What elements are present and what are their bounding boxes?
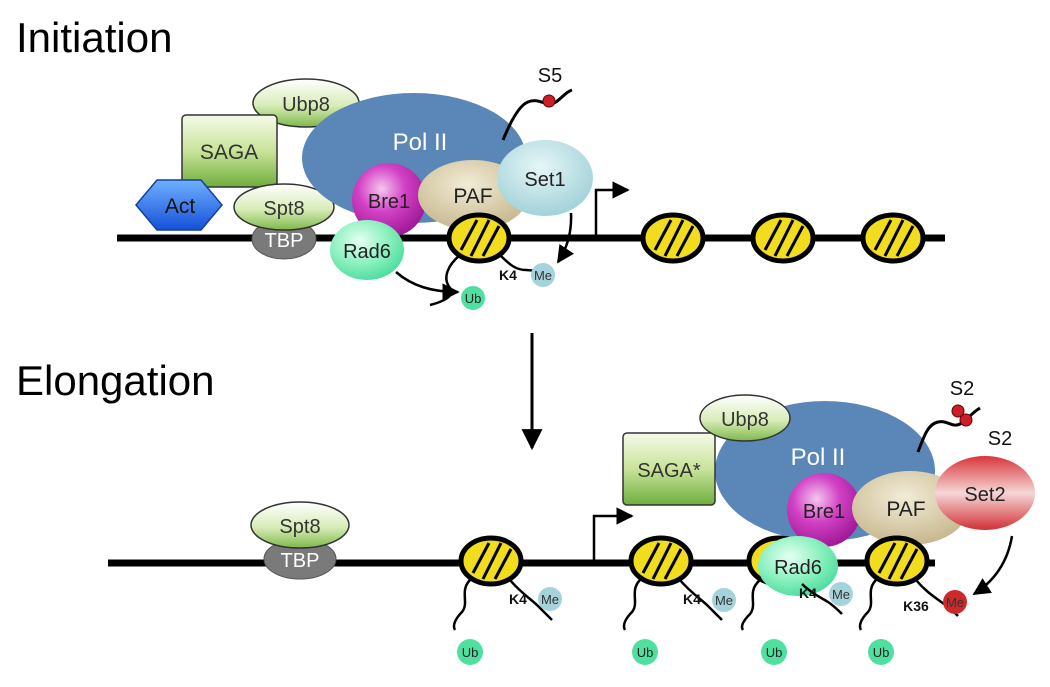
k4-label-elongation-3: K4 — [799, 585, 817, 601]
histone-tail-1a — [452, 577, 473, 631]
bre1-protein-initiation — [352, 163, 426, 237]
tss-arrow-elongation — [592, 507, 634, 560]
ub-label-elongation-1: Ub — [462, 645, 479, 660]
act-label: Act — [165, 195, 196, 218]
ub-label-initiation: Ub — [465, 291, 482, 306]
s2-label-2: S2 — [988, 428, 1012, 450]
bre1-label-initiation: Bre1 — [368, 191, 410, 213]
s2-phosphate-1 — [951, 404, 965, 418]
ub-mark-elongation-3 — [761, 639, 787, 665]
pol-ii-label-elongation: Pol II — [791, 444, 846, 471]
bre1-label-elongation: Bre1 — [803, 501, 845, 523]
activator-protein — [135, 179, 223, 231]
histone-tail-4a — [858, 577, 879, 631]
spt8-protein-initiation — [233, 183, 335, 231]
set1-protein — [497, 140, 593, 216]
ub-label-elongation-3: Ub — [766, 645, 783, 660]
nucleosome-initiation-2 — [643, 215, 703, 261]
me-mark-elongation-1 — [538, 587, 562, 611]
spt8-protein-elongation — [250, 501, 350, 549]
nucleosome-elongation-1 — [461, 538, 521, 584]
title-initiation: Initiation — [16, 14, 172, 61]
k4-label-initiation: K4 — [499, 267, 517, 283]
ubp8-label-initiation: Ubp8 — [282, 94, 330, 116]
histone-tail-2b — [679, 579, 723, 621]
methylation-arrow-k4 — [556, 212, 575, 264]
set2-protein — [935, 456, 1035, 530]
histone-tail-2a — [622, 577, 643, 631]
nucleosome-initiation-3 — [753, 215, 813, 261]
me-label-k36: Me — [946, 595, 964, 610]
saga-star-complex — [622, 432, 716, 506]
ub-mark-elongation-1 — [457, 639, 483, 665]
ub-mark-initiation — [461, 286, 485, 310]
k4-label-elongation-1: K4 — [509, 591, 527, 607]
saga-complex-initiation — [181, 114, 278, 188]
ubp8-protein-elongation — [699, 394, 791, 442]
spt8-label-initiation: Spt8 — [263, 198, 304, 220]
set1-label: Set1 — [524, 169, 565, 191]
me-mark-k36 — [943, 590, 967, 614]
me-mark-elongation-2 — [712, 588, 736, 612]
k36-label: K36 — [903, 598, 929, 614]
methylation-arrow-k36 — [972, 535, 1014, 596]
s2-label-1: S2 — [950, 378, 974, 400]
s5-phosphate — [542, 94, 556, 108]
saga-label-initiation: SAGA — [200, 141, 258, 164]
paf-label-initiation: PAF — [453, 185, 492, 208]
histone-tail-3b — [801, 583, 843, 615]
rad6-protein-initiation — [330, 220, 404, 280]
rad6-label-elongation: Rad6 — [774, 557, 822, 579]
histone-tail-ub-initiation — [429, 254, 461, 307]
ubp8-label-elongation: Ubp8 — [721, 409, 769, 431]
set2-label: Set2 — [964, 484, 1005, 506]
tbp-label-elongation: TBP — [281, 550, 320, 572]
ubiquitination-arrow — [395, 271, 460, 301]
nucleosome-elongation-4 — [867, 538, 927, 584]
bre1-protein-elongation — [787, 473, 861, 547]
saga-star-label: SAGA* — [637, 460, 701, 482]
rad6-protein-elongation — [758, 536, 838, 596]
histone-tail-3a — [740, 579, 761, 631]
me-label-initiation: Me — [534, 268, 552, 283]
pol-ii-label-initiation: Pol II — [393, 129, 448, 156]
nucleosome-initiation-4 — [863, 215, 923, 261]
s5-label: S5 — [538, 65, 562, 87]
s2-phosphate-2 — [959, 413, 973, 427]
ub-label-elongation-2: Ub — [637, 645, 654, 660]
ub-mark-elongation-2 — [632, 639, 658, 665]
nucleosome-initiation-1 — [449, 215, 509, 261]
ub-label-elongation-4: Ub — [873, 645, 890, 660]
rad6-label-initiation: Rad6 — [343, 241, 391, 263]
spt8-label-elongation: Spt8 — [279, 516, 320, 538]
tbp-label-initiation: TBP — [265, 230, 304, 252]
me-mark-elongation-3 — [829, 582, 853, 606]
me-label-elongation-2: Me — [715, 593, 733, 608]
k4-label-elongation-2: K4 — [683, 591, 701, 607]
paf-label-elongation: PAF — [886, 498, 925, 521]
me-mark-initiation — [531, 263, 555, 287]
me-label-elongation-1: Me — [541, 592, 559, 607]
ub-mark-elongation-4 — [868, 639, 894, 665]
nucleosome-elongation-2 — [631, 538, 691, 584]
tss-arrow-initiation — [594, 181, 630, 235]
me-label-elongation-3: Me — [832, 587, 850, 602]
title-elongation: Elongation — [16, 357, 215, 404]
histone-tail-1b — [509, 579, 553, 621]
